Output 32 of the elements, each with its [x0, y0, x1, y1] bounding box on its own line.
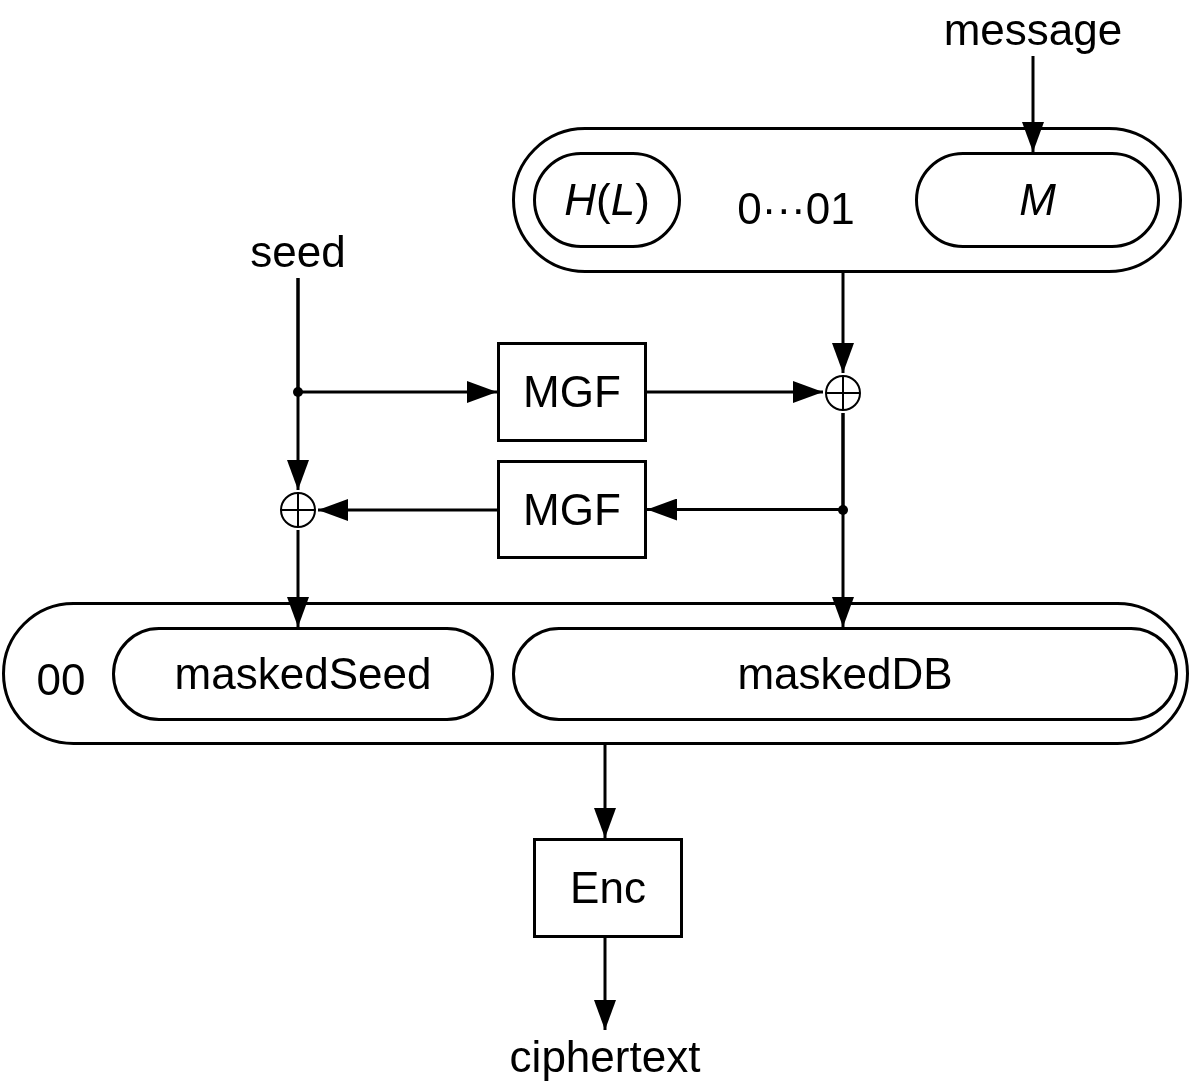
field-label: maskedSeed — [174, 652, 432, 696]
arrow — [318, 499, 497, 521]
text-label: ciphertext — [509, 1035, 701, 1079]
text-label: message — [943, 8, 1123, 52]
field-label: MGF — [523, 370, 621, 414]
field-label: H(L) — [564, 178, 650, 222]
field-label: 00 — [36, 658, 86, 702]
field-label: Enc — [570, 866, 646, 910]
arrow — [287, 530, 309, 627]
text-label: seed — [250, 230, 346, 274]
function-box — [497, 342, 647, 442]
field-label: M — [1019, 178, 1056, 222]
rounded-field — [112, 627, 494, 721]
field-label: maskedDB — [737, 652, 953, 696]
field-label: MGF — [523, 487, 621, 532]
arrow — [647, 413, 845, 521]
arrow — [832, 273, 854, 373]
rounded-field — [2, 602, 1189, 745]
arrow — [287, 278, 309, 490]
rounded-field — [512, 127, 1182, 273]
rounded-field — [512, 627, 1178, 721]
arrow — [1022, 56, 1044, 152]
function-box — [497, 460, 647, 559]
arrow — [594, 938, 616, 1030]
xor-symbol — [823, 373, 863, 413]
rounded-field — [915, 152, 1160, 248]
arrow — [594, 745, 616, 838]
xor-symbol — [278, 490, 318, 530]
arrow — [647, 381, 823, 403]
function-box — [533, 838, 683, 938]
field-label: 0···01 — [737, 187, 855, 231]
rounded-field — [533, 152, 681, 248]
